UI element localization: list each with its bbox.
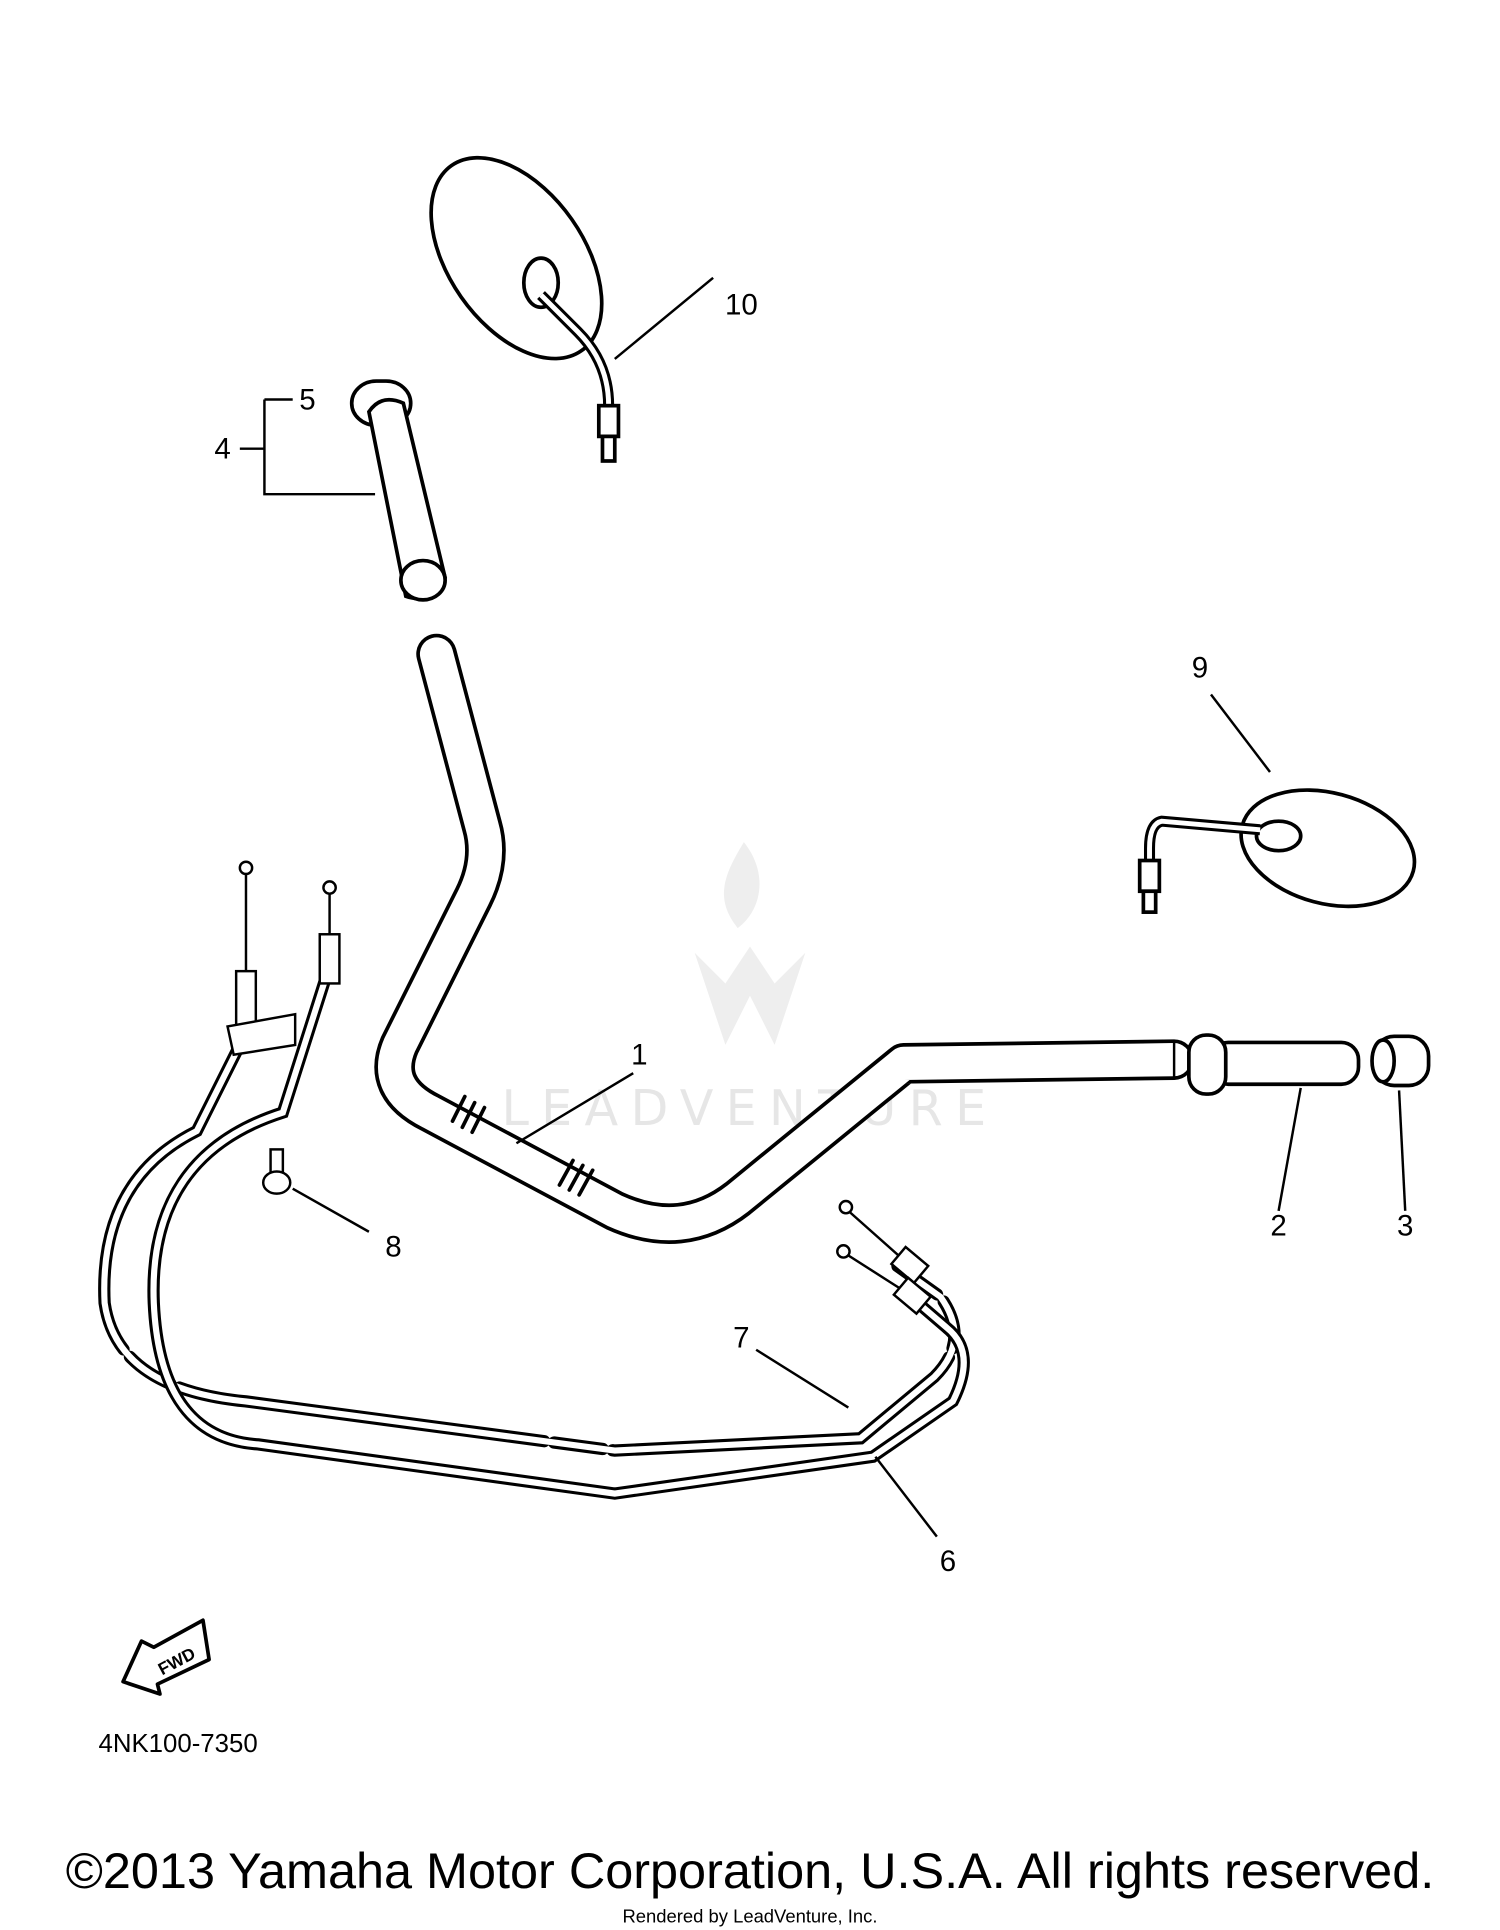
callout-2: 2 xyxy=(1270,1209,1286,1242)
callout-8: 8 xyxy=(385,1230,401,1263)
copyright-notice: ©2013 Yamaha Motor Corporation, U.S.A. A… xyxy=(66,1842,1434,1899)
callout-7: 7 xyxy=(733,1321,749,1354)
handlebar xyxy=(374,633,1195,1244)
watermark-text: LEADVENTURE xyxy=(502,1079,999,1137)
leadventure-watermark: LEADVENTURE xyxy=(502,842,999,1137)
callout-4: 4 xyxy=(214,433,230,466)
screw xyxy=(261,1148,292,1195)
callout-1: 1 xyxy=(631,1039,647,1072)
left-grip xyxy=(349,379,448,602)
mirror-right xyxy=(1137,788,1417,914)
callout-9: 9 xyxy=(1192,651,1208,684)
callout-labels: 1 2 3 4 5 6 7 8 9 10 xyxy=(214,289,1413,1578)
mirror-left xyxy=(429,155,621,463)
forward-arrow-icon: FWD xyxy=(121,1618,211,1696)
rendered-by-notice: Rendered by LeadVenture, Inc. xyxy=(622,1906,877,1927)
callout-5: 5 xyxy=(299,383,315,416)
throttle-cables xyxy=(98,860,970,1500)
callout-10: 10 xyxy=(725,289,758,322)
diagram-code: 4NK100-7350 xyxy=(98,1730,257,1758)
right-grip xyxy=(1187,1033,1431,1096)
callout-6: 6 xyxy=(940,1545,956,1578)
callout-3: 3 xyxy=(1397,1209,1413,1242)
